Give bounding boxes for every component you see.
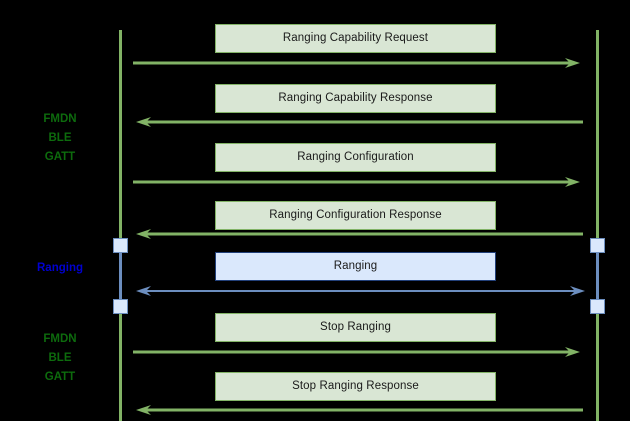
arrow-right-ranging-capability-request [133, 57, 583, 69]
activation-box-left-end [113, 299, 128, 314]
arrow-left-ranging-capability-response [133, 116, 583, 128]
lifeline-right-ranging [596, 242, 599, 312]
message-box-ranging-configuration-response[interactable]: Ranging Configuration Response [215, 201, 496, 230]
arrow-right-ranging-configuration [133, 176, 583, 188]
arrow-bidirectional-ranging [133, 285, 588, 297]
activation-box-left-start [113, 238, 128, 253]
activation-box-right-start [590, 238, 605, 253]
lifeline-right-lower [596, 308, 599, 421]
arrow-right-stop-ranging [133, 346, 583, 358]
activation-box-right-end [590, 299, 605, 314]
phase-label-ranging: Ranging [37, 262, 83, 274]
message-box-ranging-capability-response[interactable]: Ranging Capability Response [215, 84, 496, 113]
message-box-ranging-capability-request[interactable]: Ranging Capability Request [215, 24, 496, 53]
lifeline-right-upper [596, 30, 599, 242]
lifeline-left-ranging [119, 242, 122, 312]
message-box-ranging-configuration[interactable]: Ranging Configuration [215, 143, 496, 172]
arrow-left-stop-ranging-response [133, 404, 583, 416]
message-box-stop-ranging-response[interactable]: Stop Ranging Response [215, 372, 496, 401]
arrow-left-ranging-configuration-response [133, 228, 583, 240]
phase-label-fmdn-top: FMDN BLE GATT [43, 113, 77, 163]
lifeline-left-lower [119, 308, 122, 421]
message-box-stop-ranging[interactable]: Stop Ranging [215, 313, 496, 342]
lifeline-left-upper [119, 30, 122, 242]
phase-label-fmdn-bottom: FMDN BLE GATT [43, 333, 77, 383]
message-box-ranging[interactable]: Ranging [215, 252, 496, 281]
